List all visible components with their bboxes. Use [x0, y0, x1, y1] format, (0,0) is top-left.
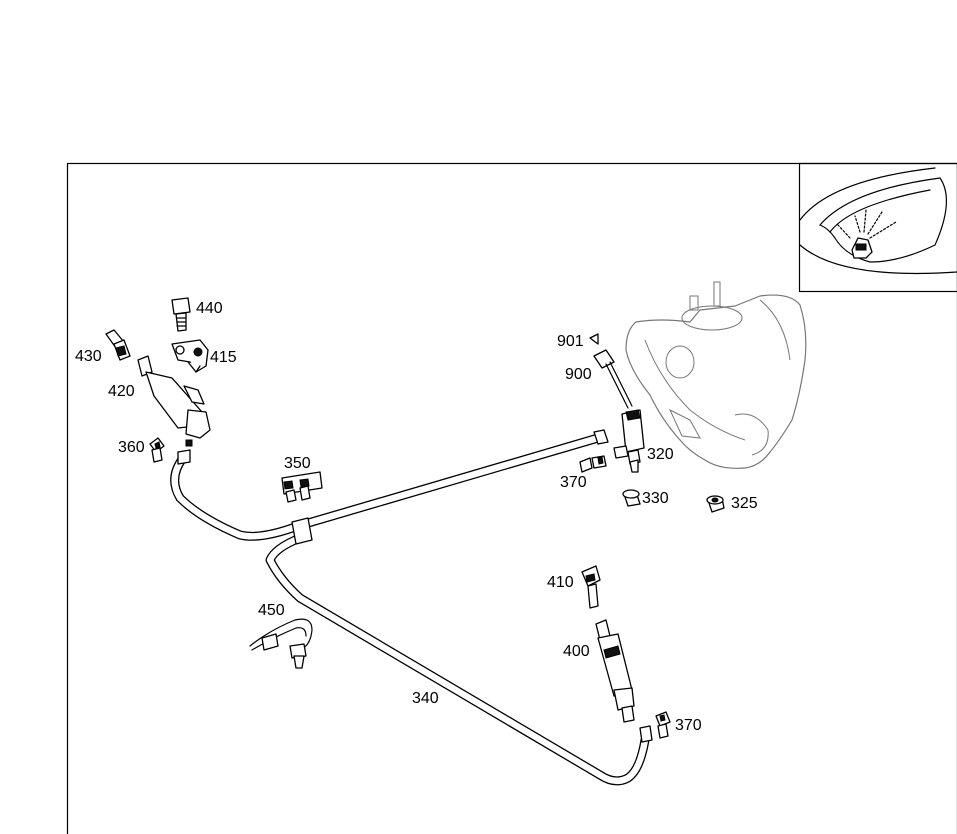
- connector-410: [581, 565, 601, 609]
- part-901: [589, 333, 599, 345]
- nozzle-spray-icon: [837, 209, 897, 259]
- callout-901: 901: [557, 333, 584, 350]
- callout-400: 400: [563, 643, 590, 660]
- connector-360: [149, 437, 165, 463]
- filter-900: [593, 349, 633, 409]
- callout-330: 330: [642, 490, 669, 507]
- diagram-frame: [66, 162, 957, 834]
- callout-440: 440: [196, 300, 223, 317]
- connector-370-upper: [579, 455, 607, 473]
- callout-350: 350: [284, 455, 311, 472]
- callout-320: 320: [647, 446, 674, 463]
- cable-tie-450: [249, 618, 313, 669]
- inset-detail-view: [798, 162, 957, 293]
- callout-360: 360: [118, 439, 145, 456]
- hose-assembly-340: [170, 429, 653, 786]
- callout-340: 340: [412, 690, 439, 707]
- callout-450: 450: [258, 602, 285, 619]
- clip-350: [281, 471, 323, 503]
- callout-370-upper: 370: [560, 474, 587, 491]
- washer-fluid-reservoir: [625, 281, 807, 469]
- callout-325: 325: [731, 495, 758, 512]
- callout-410: 410: [547, 574, 574, 591]
- callout-415: 415: [210, 349, 237, 366]
- bolt-440: [171, 297, 191, 332]
- cylinder-400: [595, 619, 635, 723]
- pump-320: [613, 409, 645, 473]
- callout-370-lower: 370: [675, 717, 702, 734]
- callout-420: 420: [108, 383, 135, 400]
- nozzle-cylinder-420: [137, 355, 211, 447]
- connector-430: [105, 329, 131, 361]
- callout-900: 900: [565, 366, 592, 383]
- connector-370-lower: [655, 711, 671, 739]
- grommet-330: [622, 489, 641, 507]
- callout-430: 430: [75, 348, 102, 365]
- bracket-415: [171, 339, 209, 373]
- grommet-325: [706, 495, 725, 513]
